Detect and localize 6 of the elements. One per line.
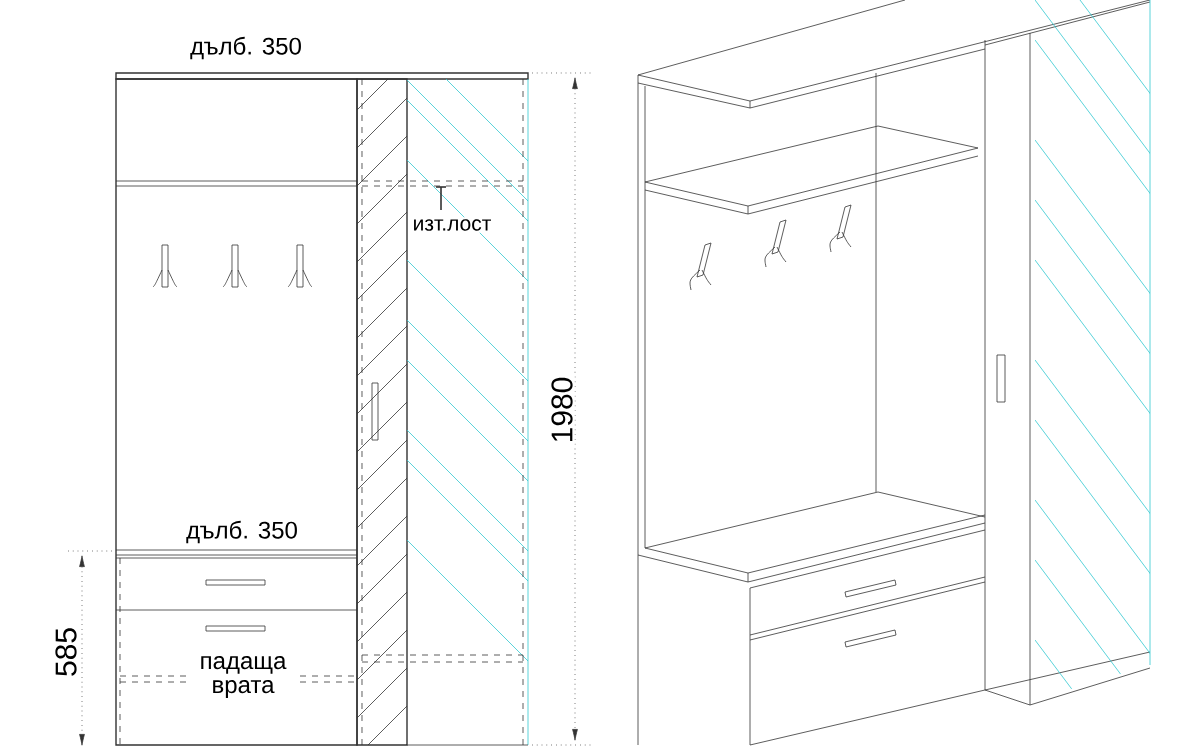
dimension-label: 1980	[549, 374, 575, 446]
part-label: изт.лост	[410, 217, 494, 233]
part-label: падаща врата	[186, 654, 300, 700]
depth-note: дълб. 350	[188, 34, 304, 62]
depth-note: дълб. 350	[184, 518, 300, 546]
dimension-label: 585	[53, 625, 79, 680]
